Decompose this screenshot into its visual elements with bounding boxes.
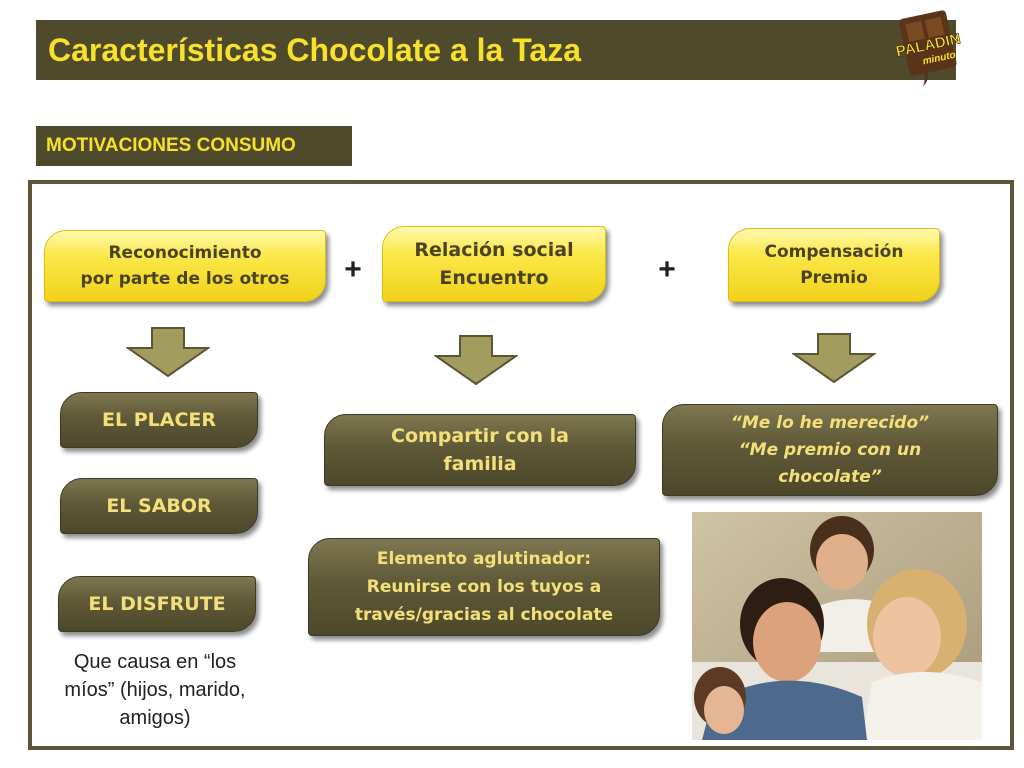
top-box-line1: Reconocimiento [108,243,262,263]
plus-sign: + [658,253,676,286]
note-line: míos” (hijos, marido, [64,679,246,701]
box-line: Compartir con la [391,425,569,447]
left-note: Que causa en “los míos” (hijos, marido, … [30,648,280,732]
box-line: “Me premio con un [738,439,922,460]
box-elemento-aglutinador: Elemento aglutinador: Reunirse con los t… [308,538,660,636]
box-me-lo-he-merecido: “Me lo he merecido” “Me premio con un ch… [662,404,998,496]
chocolate-logo-icon: PALADIN minuto [894,10,962,86]
box-compartir-familia: Compartir con la familia [324,414,636,486]
plus-sign: + [344,253,362,286]
down-arrow-icon [432,334,520,386]
top-box-line2: Premio [800,268,868,288]
item-el-disfrute: EL DISFRUTE [58,576,256,632]
family-photo-image [692,512,982,740]
family-photo [692,512,982,740]
box-line: Reunirse con los tuyos a [366,577,602,597]
top-box-line2: por parte de los otros [80,269,290,289]
top-box-compensation: Compensación Premio [728,228,940,302]
box-line: chocolate” [778,466,882,487]
box-line: través/gracias al chocolate [354,605,614,625]
top-box-line1: Relación social [414,239,574,261]
top-box-line2: Encuentro [439,267,549,289]
note-line: Que causa en “los [73,651,237,673]
down-arrow-icon [124,326,212,378]
item-el-sabor: EL SABOR [60,478,258,534]
item-el-placer: EL PLACER [60,392,258,448]
box-line: “Me lo he merecido” [730,412,930,433]
top-box-recognition: Reconocimiento por parte de los otros [44,230,326,302]
box-line: Elemento aglutinador: [376,549,592,569]
page-title: Características Chocolate a la Taza [36,20,956,80]
down-arrow-icon [790,332,878,384]
top-box-line1: Compensación [764,242,904,262]
box-line: familia [443,453,517,475]
top-box-social: Relación social Encuentro [382,226,606,302]
section-tag: MOTIVACIONES CONSUMO [36,126,352,166]
paladin-logo: PALADIN minuto [888,8,968,88]
note-line: amigos) [119,707,191,729]
